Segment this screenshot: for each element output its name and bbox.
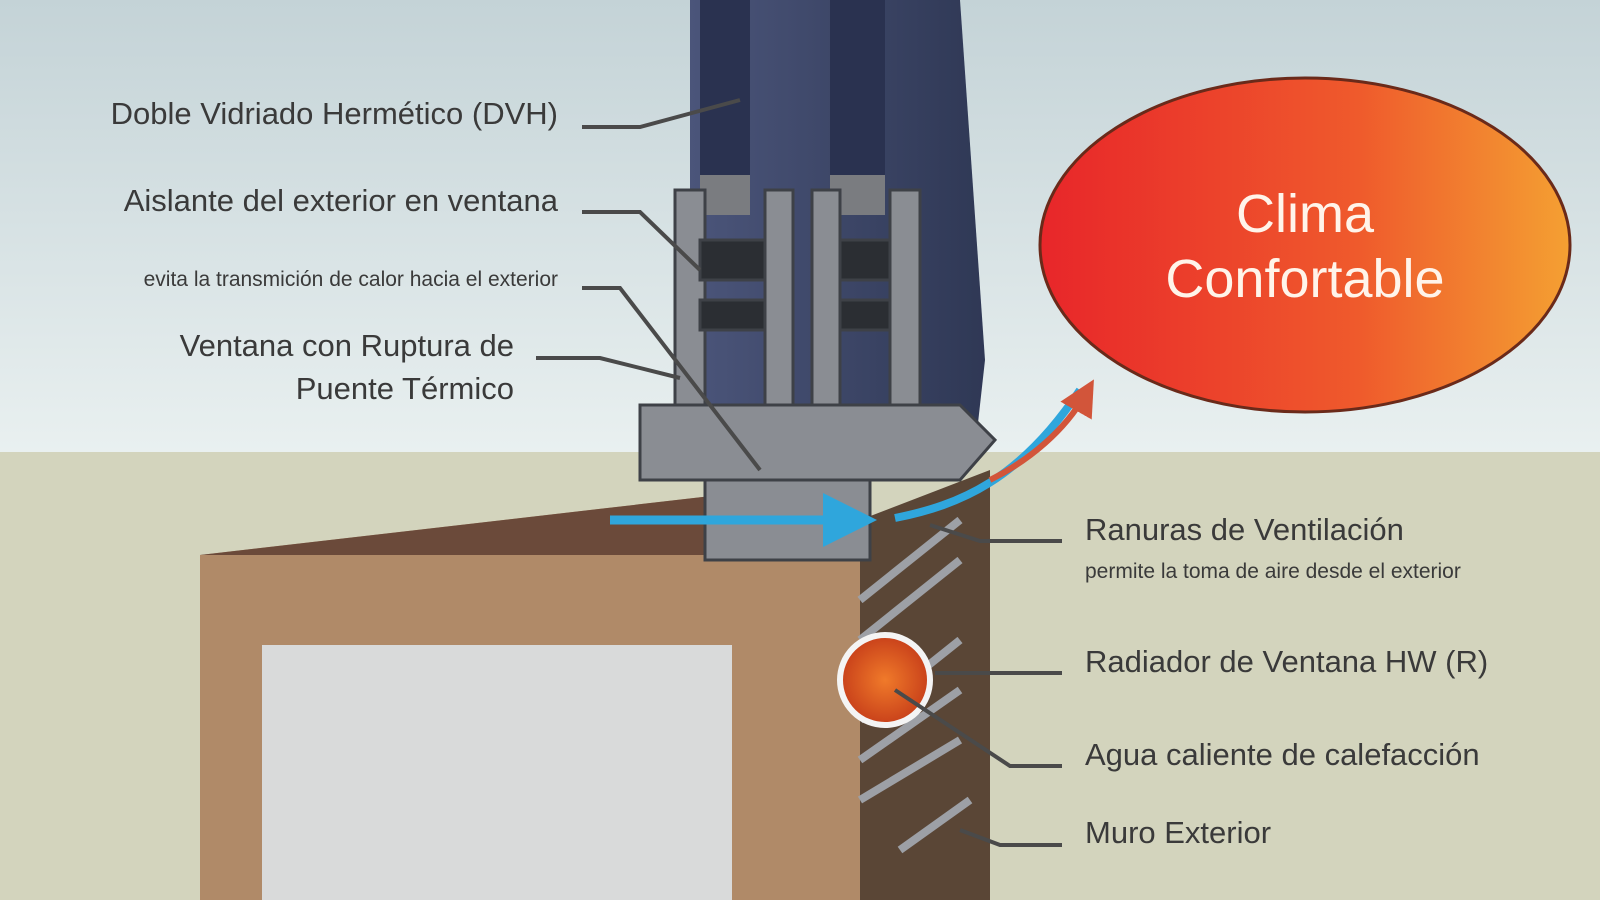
bubble-line-2: Confortable	[1165, 249, 1444, 309]
leader-ranuras	[929, 523, 1062, 543]
leader-dvh	[582, 98, 741, 129]
comfort-bubble	[1038, 76, 1572, 414]
hot-water-pipe	[837, 632, 933, 728]
label-evita: evita la transmición de calor hacia el e…	[144, 268, 558, 291]
label-ruptura-2: Puente Térmico	[296, 371, 514, 406]
label-ruptura-1: Ventana con Ruptura de	[180, 328, 514, 363]
interior-wall-block	[200, 495, 860, 900]
interior-panel	[262, 645, 732, 900]
label-ranuras-sub: permite la toma de aire desde el exterio…	[1085, 560, 1461, 583]
leader-ruptura	[536, 356, 681, 380]
leader-agua	[893, 688, 1062, 768]
label-ranuras: Ranuras de Ventilación	[1085, 512, 1404, 547]
thermal-break-frame	[638, 188, 998, 562]
label-agua: Agua caliente de calefacción	[1085, 737, 1480, 772]
leader-aislante	[582, 210, 702, 272]
label-dvh: Doble Vidriado Hermético (DVH)	[111, 96, 558, 131]
label-radiador: Radiador de Ventana HW (R)	[1085, 644, 1488, 679]
label-muro: Muro Exterior	[1085, 815, 1271, 850]
air-flow-arrow	[894, 387, 1084, 522]
warm-air-arrow	[988, 379, 1094, 483]
label-aislante: Aislante del exterior en ventana	[124, 183, 559, 218]
leader-evita	[582, 286, 762, 472]
leader-muro	[959, 828, 1062, 847]
bubble-line-1: Clima	[1236, 184, 1375, 244]
